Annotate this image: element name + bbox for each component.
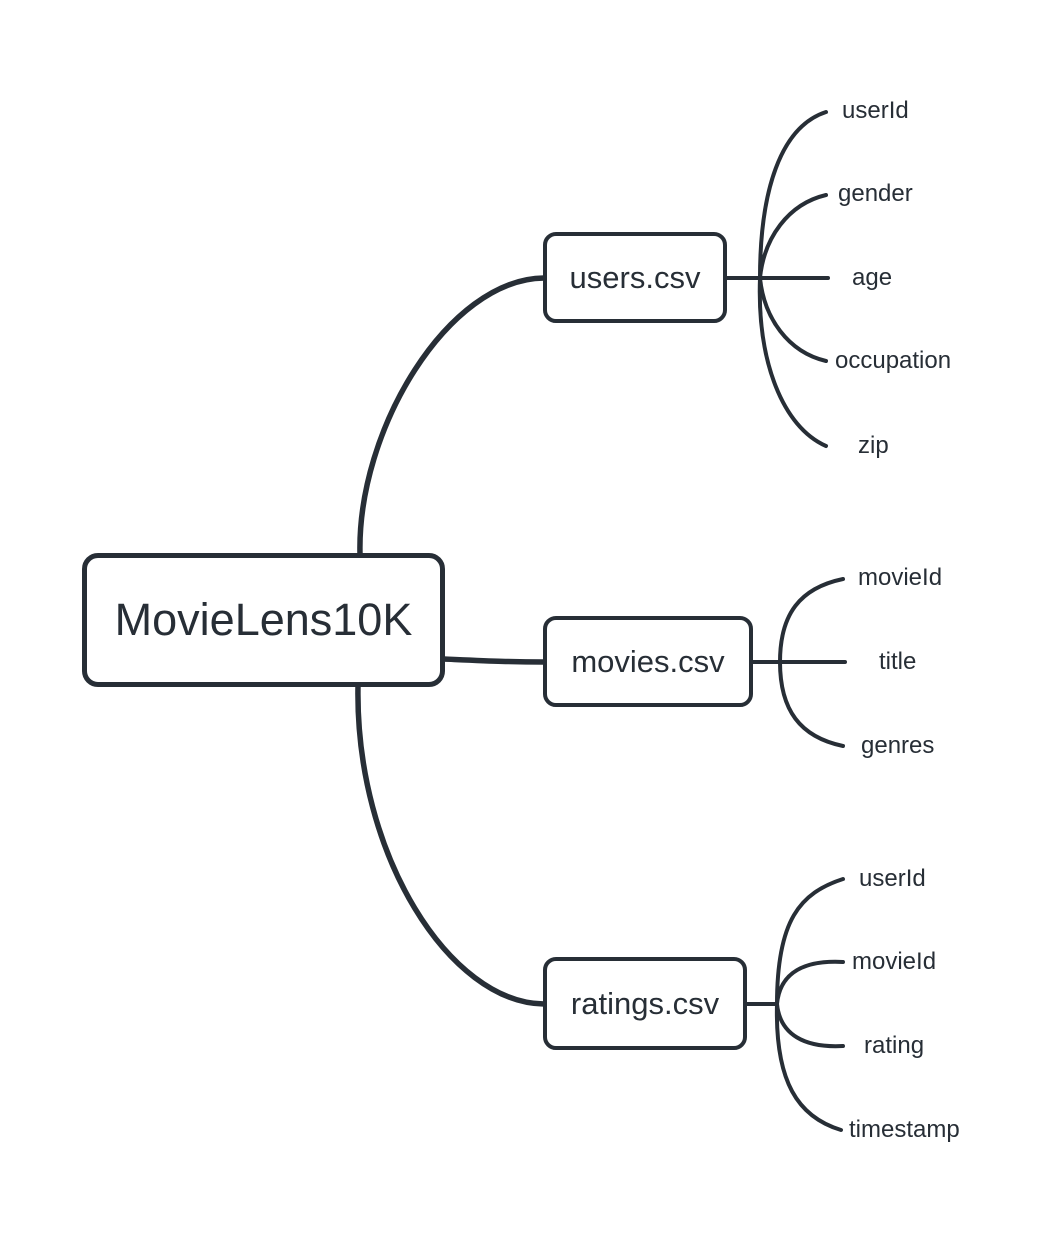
edge-ratings-movieid [775,959,845,1006]
edge-ratings-timestamp [774,1002,843,1132]
edge-users-zip [757,276,828,448]
edge-ratings-userid [775,877,845,1006]
edge-root-movies [441,656,547,665]
edge-root-ratings [355,683,547,1007]
leaf-ratings-movieid[interactable]: movieId [852,948,937,975]
node-users-csv[interactable]: users.csv [543,232,727,323]
leaf-users-zip[interactable]: zip [858,432,889,459]
leaf-users-userid[interactable]: userId [842,97,909,124]
edge-root-users [357,275,547,557]
edge-users-occupation [758,276,828,363]
edge-movies-genres [778,660,845,748]
leaf-movies-genres[interactable]: genres [861,732,935,759]
node-ratings-csv[interactable]: ratings.csv [543,957,747,1050]
leaf-users-age[interactable]: age [852,264,893,291]
leaf-users-occupation[interactable]: occupation [835,347,952,374]
node-movies-label: movies.csv [571,643,725,679]
edge-movies-movieid [778,577,845,664]
node-ratings-label: ratings.csv [570,985,720,1021]
edge-ratings-rating [775,1002,845,1049]
leaf-ratings-rating[interactable]: rating [864,1032,925,1059]
edge-users-userid [758,110,828,280]
root-node-movielens10k[interactable]: MovieLens10K [82,553,445,687]
leaf-movies-movieid[interactable]: movieId [858,564,943,591]
leaf-movies-title[interactable]: title [879,648,917,675]
root-node-label: MovieLens10K [114,594,413,645]
node-users-label: users.csv [569,259,701,295]
leaf-users-gender[interactable]: gender [838,180,913,207]
leaf-ratings-timestamp[interactable]: timestamp [849,1116,960,1143]
node-movies-csv[interactable]: movies.csv [543,616,753,707]
edge-users-gender [758,193,828,280]
leaf-ratings-userid[interactable]: userId [859,865,926,892]
